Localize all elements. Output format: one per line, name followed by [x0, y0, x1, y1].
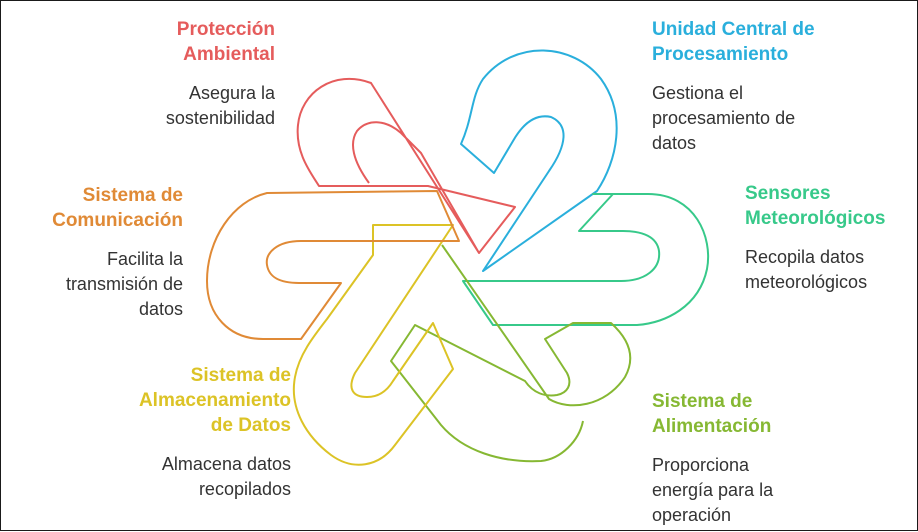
component-title: Protección Ambiental — [113, 17, 275, 67]
component-description: Facilita la transmisión de datos — [11, 247, 183, 322]
component-title: Sistema de Almacenamiento de Datos — [95, 363, 291, 438]
loop-proteccion-ambiental — [296, 77, 516, 254]
title-line: Meteorológicos — [745, 208, 886, 229]
title-line: Almacenamiento — [138, 390, 291, 411]
loop-unidad-central — [460, 49, 618, 272]
desc-line: sostenibilidad — [165, 108, 275, 128]
desc-line: recopilados — [198, 479, 291, 499]
component-title: Unidad Central de Procesamiento — [652, 17, 862, 67]
title-line: Ambiental — [183, 44, 275, 65]
loop-almacenamiento — [292, 224, 454, 466]
loop-alimentacion — [390, 244, 632, 463]
desc-line: transmisión de — [65, 274, 183, 294]
desc-line: Recopila datos — [745, 247, 865, 267]
title-line: Procesamiento — [652, 44, 789, 65]
component-comunicacion: Sistema de Comunicación Facilita la tran… — [11, 183, 183, 322]
component-description: Asegura la sostenibilidad — [113, 81, 275, 131]
component-unidad-central: Unidad Central de Procesamiento Gestiona… — [652, 17, 862, 156]
component-description: Recopila datos meteorológicos — [745, 245, 915, 295]
title-line: Protección — [176, 19, 275, 40]
component-title: Sistema de Comunicación — [11, 183, 183, 233]
desc-line: procesamiento de — [652, 108, 796, 128]
title-line: Sistema de — [652, 391, 753, 412]
title-line: Sensores — [745, 183, 831, 204]
component-proteccion: Protección Ambiental Asegura la sostenib… — [113, 17, 275, 131]
desc-line: datos — [652, 133, 697, 153]
title-line: de Datos — [210, 415, 291, 436]
desc-line: Almacena datos — [161, 454, 291, 474]
component-sensores: Sensores Meteorológicos Recopila datos m… — [745, 181, 915, 295]
loop-comunicacion — [206, 190, 460, 340]
title-line: Alimentación — [652, 416, 772, 437]
desc-line: meteorológicos — [745, 272, 868, 292]
desc-line: Proporciona — [652, 455, 750, 475]
component-description: Proporciona energía para la operación — [652, 453, 822, 528]
component-title: Sistema de Alimentación — [652, 389, 822, 439]
title-line: Comunicación — [52, 210, 183, 231]
loop-sensores — [462, 193, 709, 326]
desc-line: Facilita la — [106, 249, 183, 269]
title-line: Sistema de — [82, 185, 183, 206]
desc-line: operación — [652, 505, 732, 525]
desc-line: datos — [138, 299, 183, 319]
desc-line: Asegura la — [188, 83, 275, 103]
desc-line: energía para la — [652, 480, 774, 500]
title-line: Unidad Central de — [652, 19, 815, 40]
component-alimentacion: Sistema de Alimentación Proporciona ener… — [652, 389, 822, 528]
component-description: Almacena datos recopilados — [95, 452, 291, 502]
title-line: Sistema de — [190, 365, 291, 386]
component-almacenamiento: Sistema de Almacenamiento de Datos Almac… — [95, 363, 291, 502]
desc-line: Gestiona el — [652, 83, 744, 103]
component-title: Sensores Meteorológicos — [745, 181, 915, 231]
component-description: Gestiona el procesamiento de datos — [652, 81, 862, 156]
